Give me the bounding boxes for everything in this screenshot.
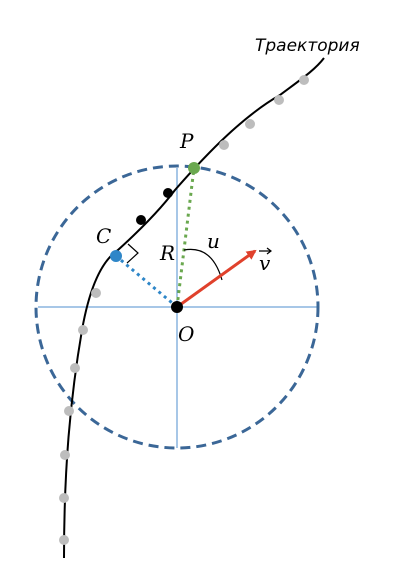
label-R: R (159, 241, 175, 265)
past-point (274, 95, 284, 105)
label-u: u (207, 229, 220, 253)
radius-line-R (175, 167, 196, 308)
point-C (110, 250, 122, 262)
radius-circle (34, 164, 320, 450)
past-point (299, 75, 309, 85)
past-point (70, 363, 80, 373)
past-point (78, 325, 88, 335)
point-O (171, 301, 183, 313)
point-P (188, 162, 200, 174)
past-point (245, 119, 255, 129)
angle-arc-u (183, 248, 223, 281)
label-v: v (259, 251, 271, 275)
past-point (219, 140, 229, 150)
past-point (59, 535, 69, 545)
past-point (60, 450, 70, 460)
label-O: O (178, 322, 194, 346)
recent-point (136, 215, 146, 225)
past-points-group (59, 75, 309, 545)
trajectory-label: Траектория (255, 36, 360, 56)
label-C: C (96, 224, 111, 248)
right-angle-marker (126, 243, 139, 264)
past-point (59, 493, 69, 503)
label-P: P (179, 129, 194, 153)
trajectory-curve (63, 57, 325, 559)
past-point (91, 288, 101, 298)
vector-arrow-over-v (259, 247, 272, 255)
velocity-vector (176, 249, 257, 309)
past-point (64, 406, 74, 416)
recent-point (163, 188, 173, 198)
